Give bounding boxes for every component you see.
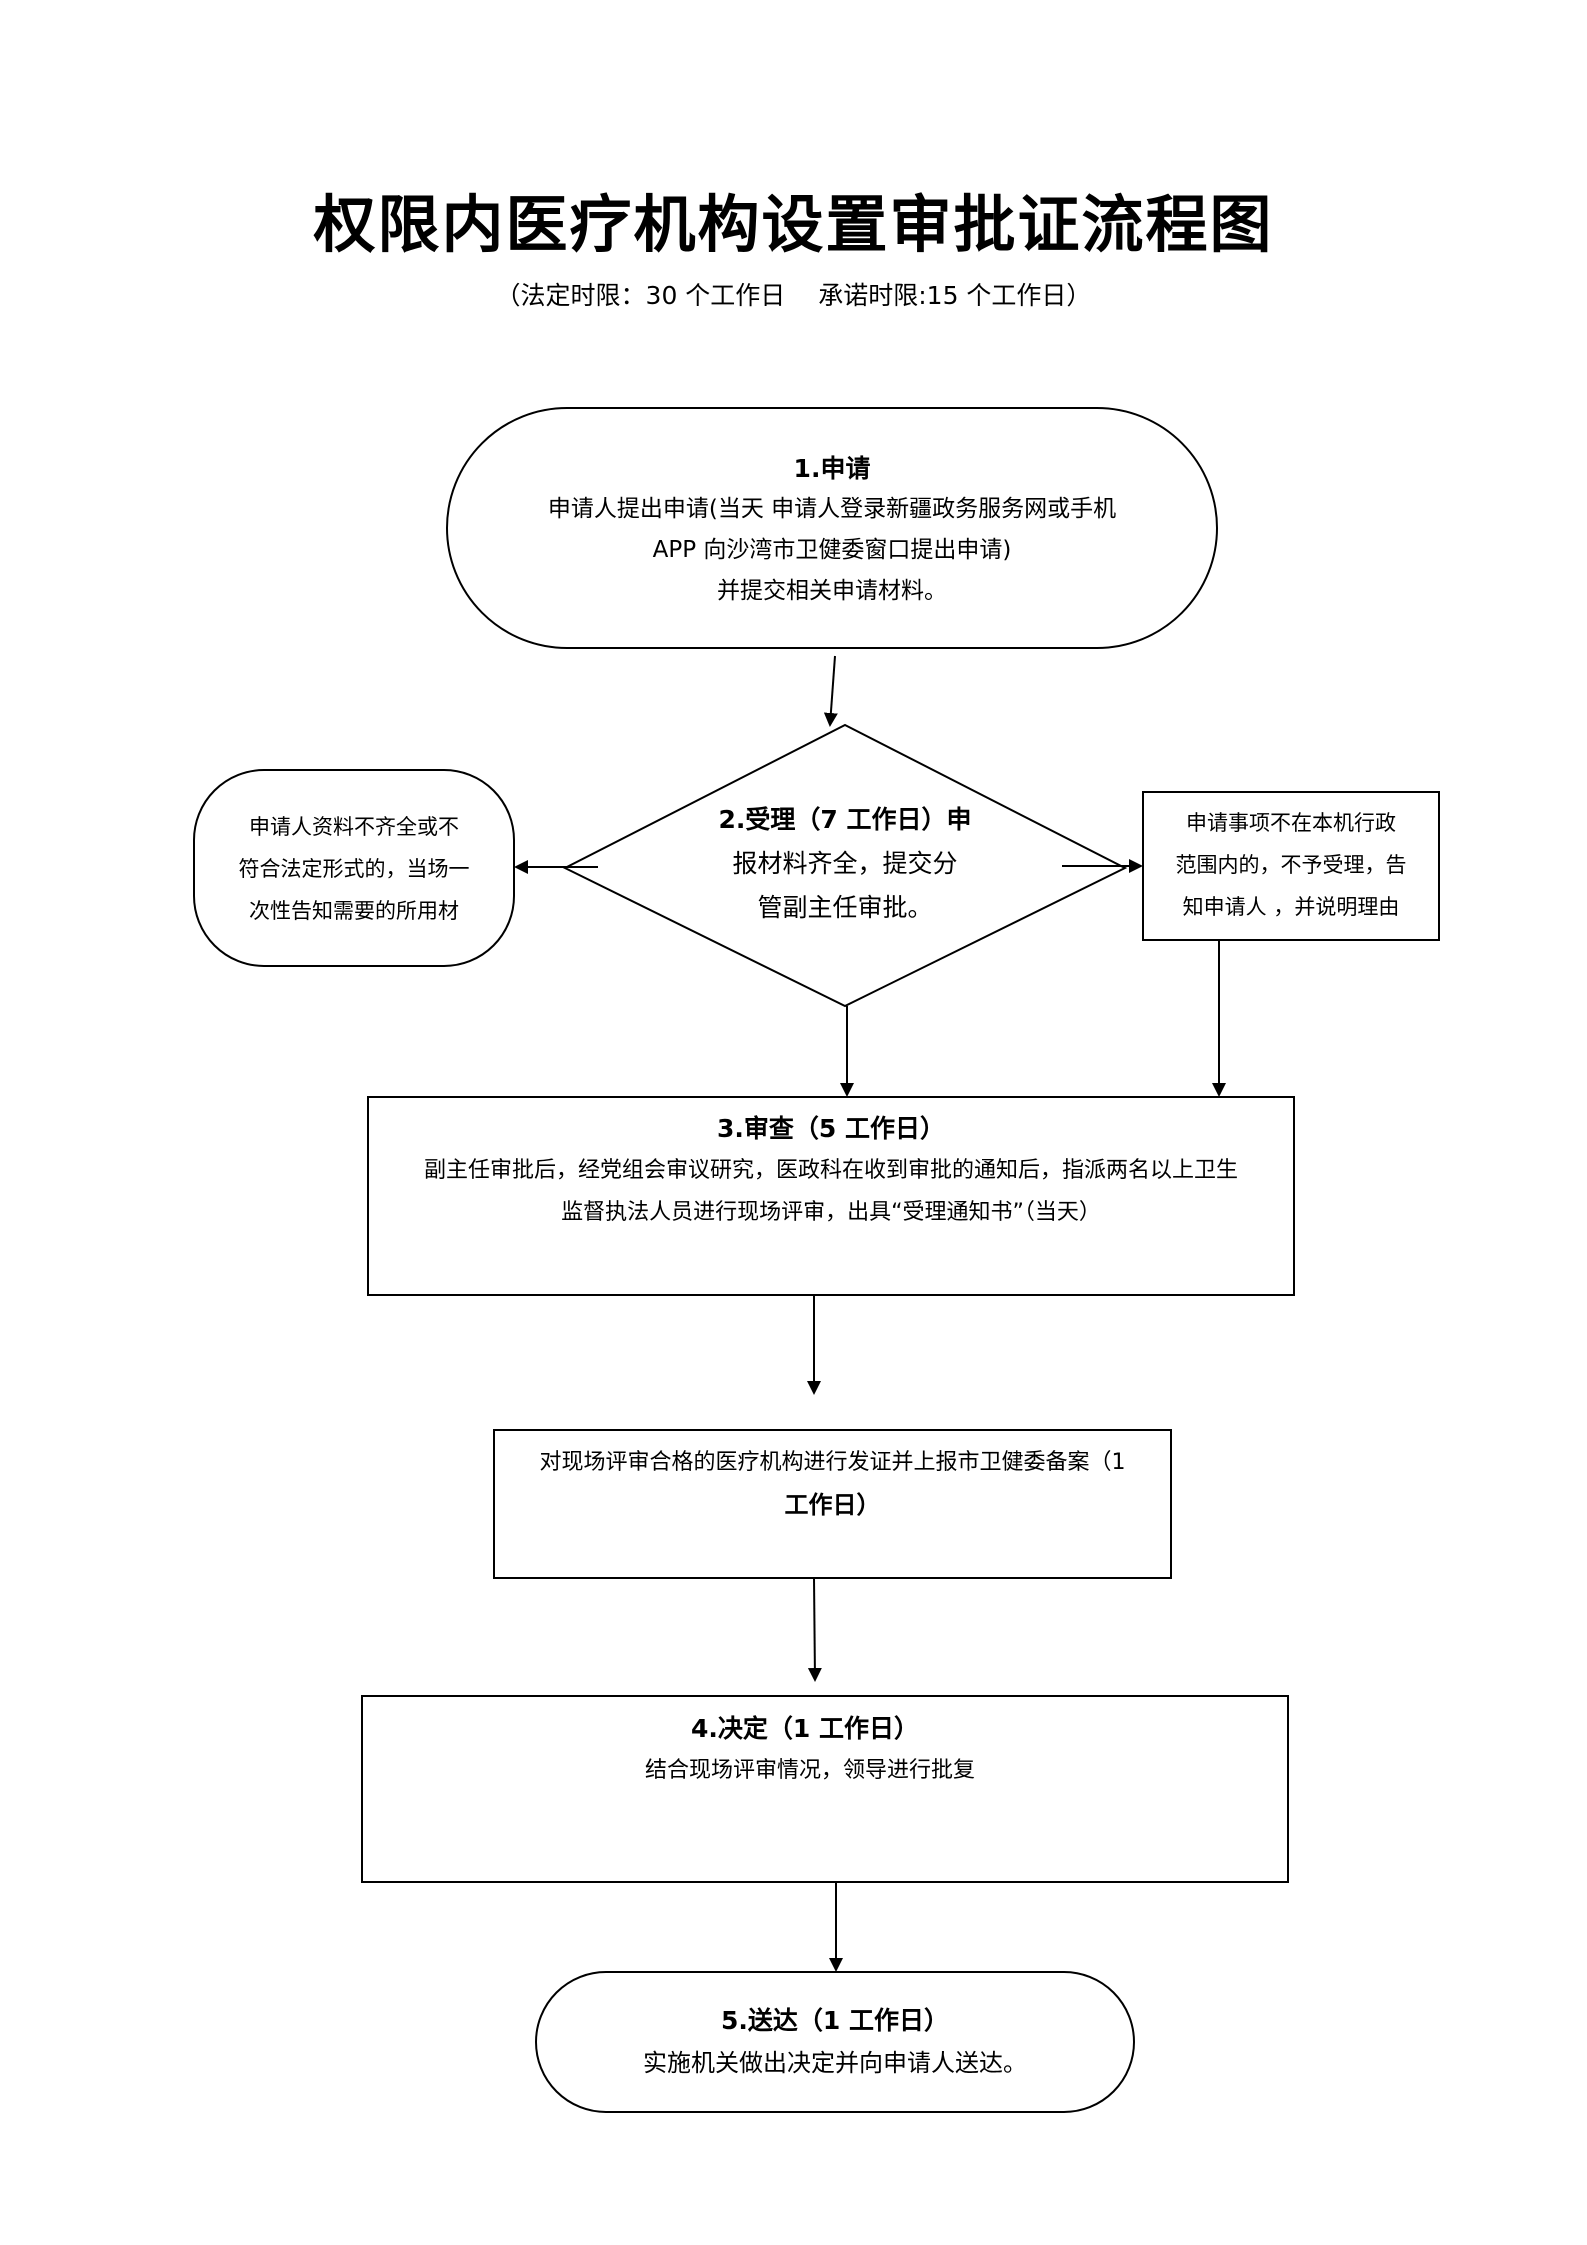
node-review: 3.审查（5 工作日） 副主任审批后，经党组会审议研究，医政科在收到审批的通知后… [368, 1108, 1294, 1234]
node-deliver-shape [535, 1971, 1135, 2113]
node-apply-shape [446, 407, 1218, 649]
node-accept-line1: 2.受理（7 工作日）申 [718, 805, 972, 834]
node-certify-line1: 对现场评审合格的医疗机构进行发证并上报市卫健委备案（1 [539, 1450, 1126, 1475]
node-decide-heading: 4.决定（1 工作日） [691, 1714, 919, 1743]
node-decide-line1: 结合现场评审情况，领导进行批复 [644, 1758, 975, 1783]
node-deliver-line1: 实施机关做出决定并向申请人送达。 [643, 2049, 1027, 2077]
node-accept-shape [562, 723, 1128, 1008]
node-decide-shape [361, 1695, 1289, 1883]
node-reject-line2: 范围内的，不予受理，告 [1175, 853, 1407, 877]
node-certify-shape [493, 1429, 1172, 1579]
node-accept-line3: 管副主任审批。 [757, 893, 933, 922]
node-reject-line3: 知申请人 ，并说明理由 [1182, 895, 1400, 919]
node-certify: 对现场评审合格的医疗机构进行发证并上报市卫健委备案（1 工作日） [494, 1442, 1171, 1526]
node-apply-line1: 申请人提出申请(当天 申请人登录新疆政务服务网或手机 [547, 496, 1117, 522]
node-review-heading: 3.审查（5 工作日） [717, 1114, 945, 1143]
node-apply: 1.申请 申请人提出申请(当天 申请人登录新疆政务服务网或手机 APP 向沙湾市… [447, 448, 1217, 612]
node-accept: 2.受理（7 工作日）申 报材料齐全，提交分 管副主任审批。 [690, 798, 1000, 930]
node-incomplete-line1: 申请人资料不齐全或不 [249, 815, 459, 839]
arrow-certify-to-decide [807, 1577, 822, 1682]
arrow-apply-to-accept [823, 655, 838, 727]
node-deliver-heading: 5.送达（1 工作日） [721, 2006, 949, 2035]
node-apply-line2: APP 向沙湾市卫健委窗口提出申请) [652, 537, 1012, 563]
page-subtitle: （法定时限：30 个工作日 承诺时限:15 个工作日） [495, 281, 1092, 310]
node-decide: 4.决定（1 工作日） 结合现场评审情况，领导进行批复 [362, 1708, 1288, 1792]
node-review-line1: 副主任审批后，经党组会审议研究，医政科在收到审批的通知后，指派两名以上卫生 [423, 1158, 1238, 1183]
node-deliver: 5.送达（1 工作日） 实施机关做出决定并向申请人送达。 [536, 2000, 1134, 2084]
node-accept-line2: 报材料齐全，提交分 [732, 849, 958, 878]
node-review-shape [367, 1096, 1295, 1296]
node-reject: 申请事项不在本机行政 范围内的，不予受理，告 知申请人 ，并说明理由 [1143, 802, 1439, 928]
page-title: 权限内医疗机构设置审批证流程图 [313, 188, 1274, 261]
node-incomplete: 申请人资料不齐全或不 符合法定形式的，当场一 次性告知需要的所用材 [194, 806, 514, 932]
node-incomplete-line2: 符合法定形式的，当场一 [238, 857, 470, 881]
node-reject-line1: 申请事项不在本机行政 [1186, 811, 1396, 835]
node-apply-heading: 1.申请 [793, 454, 871, 483]
node-certify-line2: 工作日） [784, 1491, 881, 1519]
node-incomplete-line3: 次性告知需要的所用材 [249, 899, 459, 923]
node-apply-line3: 并提交相关申请材料。 [717, 578, 947, 604]
node-review-line2: 监督执法人员进行现场评审，出具“受理通知书”（当天） [561, 1200, 1101, 1225]
node-reject-shape [1142, 791, 1440, 941]
